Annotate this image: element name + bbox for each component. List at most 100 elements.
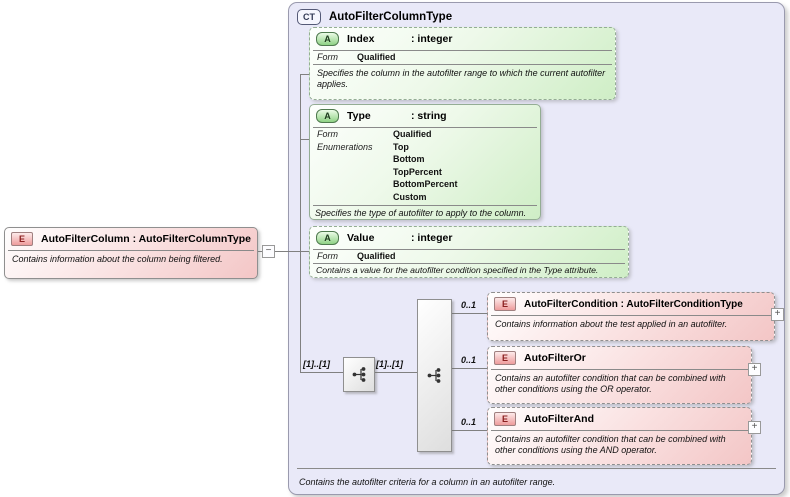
attribute-description: Specifies the column in the autofilter r…: [317, 67, 606, 89]
element-autofiltercondition[interactable]: E AutoFilterCondition : AutoFilterCondit…: [487, 292, 775, 341]
divider: [313, 127, 537, 128]
element-description: Contains an autofilter condition that ca…: [495, 434, 726, 456]
divider: [313, 50, 612, 51]
cardinality-or: 0..1: [461, 355, 477, 365]
enumerations-label: [317, 154, 393, 166]
choice-icon: [427, 368, 441, 383]
cardinality-condition: 0..1: [461, 300, 477, 310]
divider: [313, 205, 537, 206]
attribute-description: Contains a value for the autofilter cond…: [316, 264, 599, 275]
element-title-row: E AutoFilterCondition : AutoFilterCondit…: [488, 293, 774, 315]
form-value: Qualified: [357, 52, 396, 62]
connector-root-to-ct: [256, 251, 310, 252]
attribute-badge-icon: A: [316, 32, 339, 46]
divider: [491, 369, 748, 370]
connector-to-and: [449, 430, 488, 431]
element-title-row: E AutoFilterAnd: [488, 408, 751, 430]
cardinality-sequence: [1]..[1]: [303, 359, 330, 369]
connector-to-condition: [449, 313, 488, 314]
enumerations-label: [317, 179, 393, 191]
complextype-header: CT AutoFilterColumnType: [289, 3, 784, 31]
cardinality-choice: [1]..[1]: [376, 359, 403, 369]
cardinality-and: 0..1: [461, 417, 477, 427]
attribute-name: Index: [347, 33, 375, 45]
enumeration-row: TopPercent: [310, 166, 540, 179]
enumerations-label: Enumerations: [317, 141, 373, 152]
enumeration-row: Bottom: [310, 153, 540, 166]
enumeration-value: Custom: [393, 191, 427, 202]
expand-toggle-and[interactable]: +: [748, 421, 761, 434]
connector-to-or: [449, 368, 488, 369]
complextype-title: AutoFilterColumnType: [329, 11, 453, 23]
divider: [491, 315, 771, 316]
element-badge-icon: E: [494, 297, 516, 311]
enumerations-label: [317, 192, 393, 204]
enumeration-value: Top: [393, 141, 409, 152]
element-badge-icon: E: [494, 351, 516, 365]
element-badge-icon: E: [11, 232, 33, 246]
attribute-type: : integer: [411, 33, 453, 45]
form-row: Form Qualified: [310, 128, 540, 141]
element-badge-icon: E: [494, 412, 516, 426]
attribute-type: : integer: [411, 232, 453, 244]
divider: [491, 430, 748, 431]
connector-to-sequence: [300, 372, 344, 373]
element-title: AutoFilterOr: [524, 352, 586, 364]
connector-tree-vertical: [300, 74, 301, 372]
attribute-description: Specifies the type of autofilter to appl…: [315, 208, 527, 218]
choice-group[interactable]: [417, 299, 452, 452]
element-title-row: E AutoFilterOr: [488, 347, 751, 369]
element-description: Contains information about the column be…: [12, 254, 223, 264]
enumerations-label: [317, 167, 393, 179]
attribute-type: : string: [411, 110, 447, 122]
element-autofilterand[interactable]: E AutoFilterAnd Contains an autofilter c…: [487, 407, 752, 465]
divider: [313, 249, 625, 250]
attribute-value[interactable]: A Value : integer Form Qualified Contain…: [309, 226, 629, 278]
element-title: AutoFilterAnd: [524, 413, 594, 425]
enumeration-row: BottomPercent: [310, 178, 540, 191]
attribute-title-row: A Value : integer: [310, 227, 628, 249]
sequence-icon: [352, 367, 365, 382]
connector-stub-value: [300, 251, 310, 252]
complextype-badge-icon: CT: [297, 9, 321, 25]
element-autofiltercolumn[interactable]: E AutoFilterColumn : AutoFilterColumnTyp…: [4, 227, 258, 279]
form-label: Form: [317, 251, 338, 261]
footer-divider: [297, 468, 776, 469]
enumeration-value: Bottom: [393, 154, 425, 164]
element-title: AutoFilterCondition : AutoFilterConditio…: [524, 298, 743, 310]
attribute-title-row: A Type : string: [310, 105, 540, 127]
element-title-row: E AutoFilterColumn : AutoFilterColumnTyp…: [5, 228, 257, 250]
divider: [313, 262, 625, 264]
element-description: Contains an autofilter condition that ca…: [495, 373, 726, 395]
attribute-title-row: A Index : integer: [310, 28, 615, 50]
element-description: Contains information about the test appl…: [495, 319, 728, 329]
attribute-type-box[interactable]: A Type : string Form Qualified Enumerati…: [309, 104, 541, 220]
divider: [313, 63, 612, 65]
enumeration-row: Custom: [310, 191, 540, 206]
collapse-toggle[interactable]: −: [262, 245, 275, 258]
expand-toggle-condition[interactable]: +: [771, 308, 784, 321]
connector-stub-index: [300, 74, 310, 75]
form-label: Form: [317, 129, 338, 139]
attribute-badge-icon: A: [316, 109, 339, 123]
attribute-badge-icon: A: [316, 231, 339, 245]
attribute-name: Value: [347, 232, 375, 244]
expand-toggle-or[interactable]: +: [748, 363, 761, 376]
enumeration-value: BottomPercent: [393, 179, 458, 189]
attribute-index[interactable]: A Index : integer Form Qualified Specifi…: [309, 27, 616, 100]
element-title: AutoFilterColumn : AutoFilterColumnType: [41, 233, 251, 245]
enumeration-row: Enumerations Top: [310, 141, 540, 154]
element-autofilteror[interactable]: E AutoFilterOr Contains an autofilter co…: [487, 346, 752, 404]
divider: [8, 250, 254, 251]
form-label: Form: [317, 52, 338, 62]
complextype-footer-description: Contains the autofilter criteria for a c…: [299, 477, 556, 487]
connector-stub-type: [300, 139, 310, 140]
enumeration-value: TopPercent: [393, 166, 442, 177]
form-value: Qualified: [393, 129, 432, 139]
connector-sequence-to-choice: [373, 372, 418, 373]
form-value: Qualified: [357, 251, 396, 261]
form-row: Form Qualified: [310, 51, 615, 64]
sequence-group[interactable]: [343, 357, 375, 392]
form-row: Form Qualified: [310, 250, 628, 263]
